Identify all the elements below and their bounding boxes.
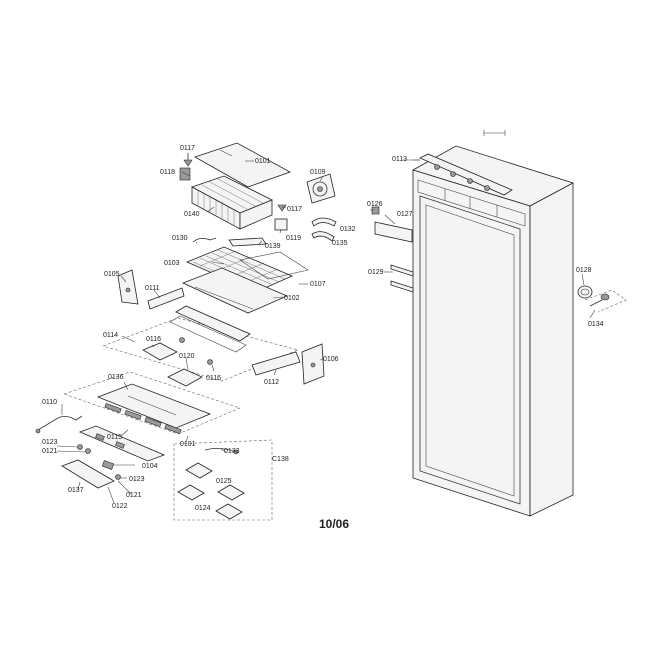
label-0107: 0107 (310, 281, 326, 288)
label-0118: 0118 (160, 169, 175, 176)
part-labels: 0117 0101 0118 0140 0117 0109 0113 0126 … (42, 145, 604, 531)
part-0117-screw (183, 153, 193, 167)
label-0101-lower: 0101 (180, 441, 196, 448)
part-0134-pin (584, 289, 627, 313)
label-0133: 0133 (224, 448, 240, 455)
label-0104: 0104 (142, 463, 158, 470)
part-0116-screw (207, 359, 213, 365)
part-0109-fan (306, 173, 336, 204)
label-0135: 0135 (332, 240, 348, 247)
label-0113: 0113 (392, 156, 407, 163)
label-0111: 0111 (145, 285, 160, 292)
part-0102-drain-pan (181, 267, 289, 314)
label-0119: 0119 (286, 235, 301, 242)
label-0140: 0140 (184, 211, 200, 218)
label-0124: 0124 (195, 505, 211, 512)
part-0130-wire (192, 237, 217, 243)
label-0134: 0134 (588, 321, 604, 328)
label-0125: 0125 (216, 478, 232, 485)
label-0115: 0115 (107, 434, 122, 441)
label-0101-cover: 0101 (255, 158, 271, 165)
label-0110: 0110 (42, 399, 57, 406)
part-0124-filter (185, 462, 243, 520)
part-0117-screw-right (277, 204, 287, 212)
part-0105-bracket (117, 269, 139, 305)
part-0112-rail (251, 351, 301, 376)
label-0103: 0103 (164, 260, 180, 267)
label-0129: 0129 (368, 269, 384, 276)
part-0128-ring (577, 285, 593, 299)
label-0126: 0126 (367, 201, 383, 208)
label-0112: 0112 (264, 379, 279, 386)
part-0125-filter (177, 484, 245, 501)
label-0106: 0106 (323, 356, 339, 363)
label-0114: 0114 (103, 332, 118, 339)
part-0104-cover (101, 460, 121, 480)
label-0136: 0136 (108, 374, 124, 381)
label-0128: 0128 (576, 267, 592, 274)
part-0133-cable (204, 448, 239, 455)
part-0135-handle (311, 231, 335, 242)
part-0116-plate (142, 337, 185, 361)
label-0102: 0102 (284, 295, 300, 302)
part-0113-hinge-strip (413, 153, 513, 196)
label-0121-upper: 0121 (42, 448, 58, 455)
label-0123-upper: 0123 (42, 439, 58, 446)
label-0117-top: 0117 (180, 145, 195, 152)
part-0119-box (274, 218, 288, 231)
label-0132: 0132 (340, 226, 356, 233)
middle-duct (169, 305, 251, 353)
part-0106-side-panel (301, 343, 325, 385)
label-0121-lower: 0121 (126, 492, 142, 499)
part-0101-cover (194, 142, 291, 188)
part-control-board (78, 425, 166, 462)
part-0107-tray (239, 251, 309, 280)
part-0129-rails (390, 264, 414, 293)
part-0114-dashed-boundary (102, 317, 299, 382)
cabinet-housing (411, 130, 575, 517)
part-0120-plate (167, 368, 203, 387)
part-0136-dashed-boundary (63, 371, 273, 521)
label-0123-lower: 0123 (129, 476, 145, 483)
part-0118-bracket (179, 167, 191, 181)
label-0137: 0137 (68, 487, 84, 494)
label-0130: 0130 (172, 235, 188, 242)
part-0140-evaporator (191, 175, 273, 230)
part-0137-front-panel (61, 459, 115, 489)
label-0105: 0105 (104, 271, 120, 278)
part-0110-cable (35, 415, 83, 434)
label-0116-upper: 0116 (146, 336, 161, 343)
label-0116-lower: 0116 (206, 375, 221, 382)
part-0139-sensor (228, 237, 267, 247)
label-c138: C138 (272, 456, 289, 463)
part-0132-handle (311, 217, 337, 227)
label-0139: 0139 (265, 243, 281, 250)
label-0127: 0127 (397, 211, 413, 218)
part-0136-panel (96, 383, 212, 429)
part-0127-panel (374, 221, 413, 243)
label-0109: 0109 (310, 169, 326, 176)
part-0111-rail (147, 287, 185, 310)
leader-lines (56, 159, 596, 504)
part-0115-strips (104, 402, 182, 435)
part-0123-knob (77, 444, 91, 454)
label-0122: 0122 (112, 503, 128, 510)
label-0117-right: 0117 (287, 206, 302, 213)
part-0126-clip (371, 206, 380, 215)
label-0120: 0120 (179, 353, 195, 360)
page-number: 10/06 (319, 517, 349, 531)
